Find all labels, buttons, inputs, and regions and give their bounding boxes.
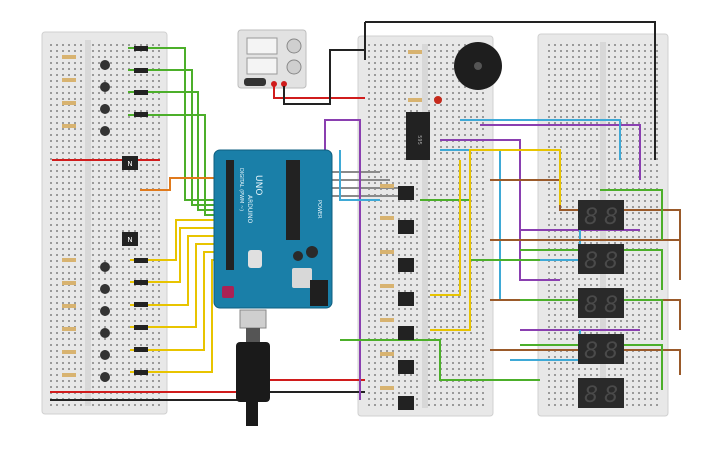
arduino-uno: UNO ARDUINO DIGITAL (PWM ~) POWER — [213, 149, 333, 309]
display-digit: 8 — [584, 205, 598, 230]
display-digit: 8 — [584, 383, 598, 408]
display-digit: 8 — [584, 339, 598, 364]
display-1: 8 8 — [578, 200, 624, 230]
display-5: 8 8 — [578, 378, 624, 408]
display-4: 8 8 — [578, 334, 624, 364]
display-digit: 8 — [604, 293, 618, 318]
display-digit: 8 — [604, 339, 618, 364]
seven-segment-displays: 8 8 8 8 8 8 8 8 8 8 — [578, 200, 624, 408]
arduino-maker: ARDUINO — [246, 195, 253, 224]
transistor-label: N — [127, 236, 132, 244]
power-label: POWER — [316, 200, 322, 219]
display-2: 8 8 — [578, 244, 624, 274]
resistors-left — [62, 55, 76, 377]
transistor-label: N — [127, 160, 132, 168]
pushbuttons-left — [100, 60, 110, 382]
transistor-left-1: N — [122, 156, 138, 170]
power-supply-module — [237, 29, 307, 89]
display-digit: 8 — [584, 249, 598, 274]
digital-label: DIGITAL (PWM ~) — [238, 168, 244, 211]
led — [434, 96, 442, 104]
breadboard-middle — [357, 35, 494, 417]
display-digit: 8 — [584, 293, 598, 318]
transistor-left-2: N — [122, 232, 138, 246]
usb-plug — [236, 309, 270, 426]
display-digit: 8 — [604, 205, 618, 230]
buzzer — [454, 42, 502, 90]
display-digit: 8 — [604, 249, 618, 274]
left-board-components: N N — [62, 46, 148, 382]
display-digit: 8 — [604, 383, 618, 408]
display-3: 8 8 — [578, 288, 624, 318]
arduino-brand: UNO — [253, 175, 263, 195]
resistors-middle — [380, 50, 422, 390]
diodes-left — [134, 46, 148, 375]
shift-register-label: 595 — [416, 135, 422, 145]
middle-board-components: 595 — [380, 50, 442, 410]
transistors-middle — [398, 186, 414, 410]
shift-register-chip — [406, 112, 430, 160]
